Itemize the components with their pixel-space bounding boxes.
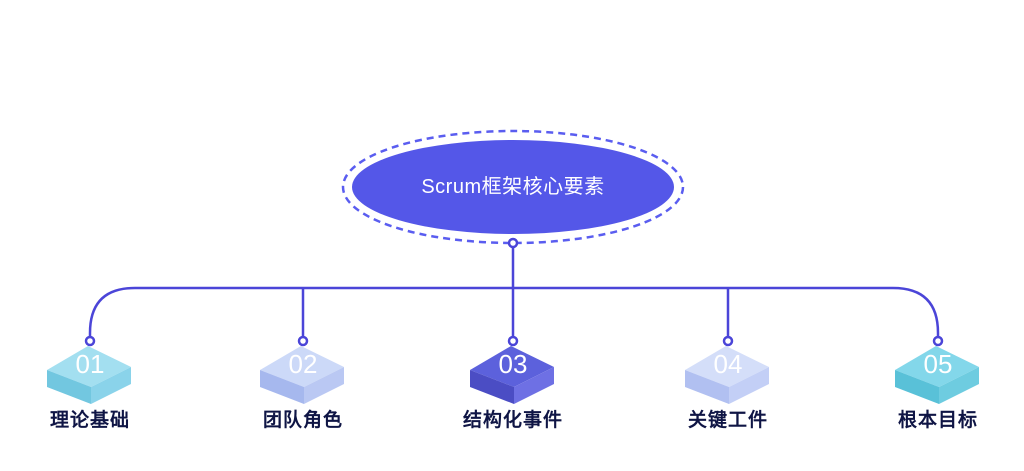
topic-ellipse (352, 140, 674, 234)
topic-anchor-ring (507, 237, 519, 249)
cube-right-face (514, 367, 554, 404)
node-number: 04 (713, 349, 743, 379)
cube-top-face (470, 346, 554, 387)
node-anchor-ring-05 (932, 335, 944, 347)
cube-right-face (304, 367, 344, 404)
diagram-node-02: 02 (260, 346, 346, 406)
node-number: 05 (923, 349, 953, 379)
node-anchor-ring-02 (297, 335, 309, 347)
node-label-04: 关键工件 (687, 410, 768, 431)
node-anchor-ring-01 (84, 335, 96, 347)
cube-icon (895, 346, 979, 404)
topic-dashed-outline (341, 129, 685, 245)
cube-left-face (685, 370, 729, 404)
central-topic-title: Scrum框架核心要素 (421, 176, 605, 198)
diagram-node-04: 04 (685, 346, 771, 406)
cube-top-face (895, 346, 979, 387)
cube-top-face (47, 346, 131, 387)
node-label-02: 团队角色 (262, 410, 343, 431)
cube-icon (685, 346, 769, 404)
diagram-node-01: 01 (47, 346, 133, 406)
cube-top-face (685, 346, 769, 387)
cube-icon (470, 346, 554, 404)
node-number: 03 (498, 349, 528, 379)
node-label-01: 理论基础 (49, 410, 130, 431)
cube-right-face (939, 367, 979, 404)
node-number: 01 (75, 349, 105, 379)
node-number: 02 (288, 349, 318, 379)
cube-right-face (729, 367, 769, 404)
cube-left-face (895, 370, 939, 404)
diagram-node-05: 05 (895, 346, 981, 406)
cube-top-face (260, 346, 344, 387)
cube-right-face (91, 367, 131, 404)
cube-left-face (260, 370, 304, 404)
node-anchor-ring-04 (722, 335, 734, 347)
node-label-03: 结构化事件 (462, 410, 563, 431)
node-anchor-ring-03 (507, 335, 519, 347)
cube-icon (47, 346, 131, 404)
cube-icon (260, 346, 344, 404)
cube-left-face (47, 370, 91, 404)
node-label-05: 根本目标 (897, 410, 978, 431)
cube-left-face (470, 370, 514, 404)
diagram-node-03: 03 (470, 346, 556, 406)
